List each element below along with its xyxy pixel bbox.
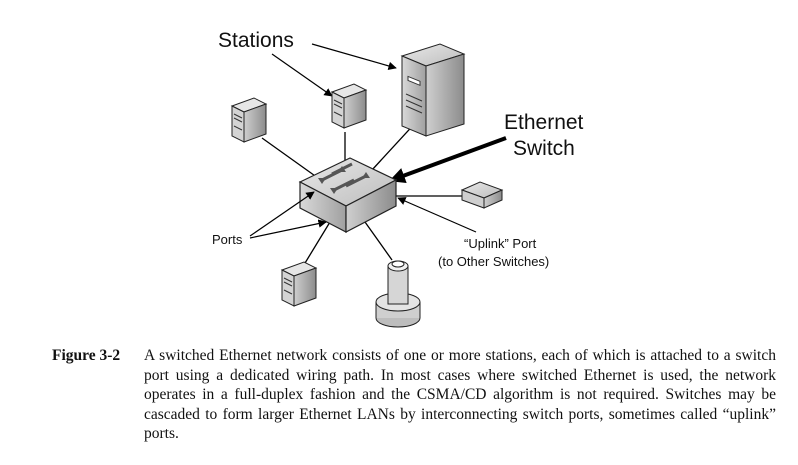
uplink-label-line2: (to Other Switches) <box>438 254 549 269</box>
switch-label-line1: Ethernet <box>504 111 584 134</box>
stations-arrows <box>271 43 397 97</box>
switch-label-line2: Switch <box>513 137 575 160</box>
terminal-station-icon <box>375 260 421 328</box>
uplink-label-line1: “Uplink” Port <box>464 236 537 251</box>
uplink-switch-icon <box>460 181 504 209</box>
figure-number: Figure 3-2 <box>52 347 121 364</box>
server-icon <box>330 83 368 129</box>
tower-server-icon <box>400 43 466 137</box>
ports-arrows <box>249 191 327 239</box>
caption-text: A switched Ethernet network consists of … <box>144 347 776 442</box>
server-icon <box>230 97 268 143</box>
stations-label: Stations <box>218 29 294 52</box>
ethernet-switch-icon <box>298 157 398 233</box>
uplink-arrow <box>397 197 477 233</box>
network-diagram: Stations Ethernet Switch <box>212 29 584 328</box>
switch-pointer-arrow <box>388 136 507 184</box>
server-icon <box>280 261 318 307</box>
figure-caption: Figure 3-2 A switched Ethernet network c… <box>52 346 776 444</box>
ports-label: Ports <box>212 232 243 247</box>
